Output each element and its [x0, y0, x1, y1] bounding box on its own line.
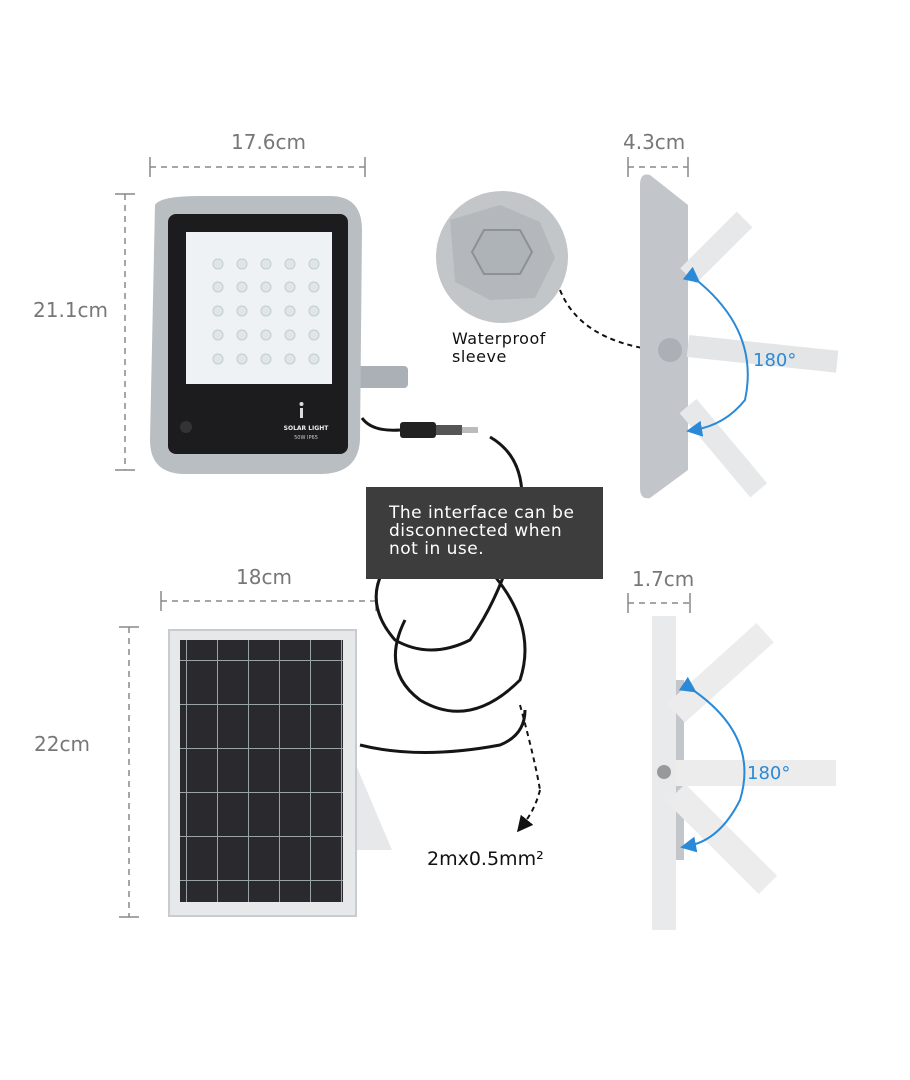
- panel-height-label: 22cm: [34, 732, 90, 756]
- lamp-width-label: 17.6cm: [231, 130, 307, 154]
- lamp-brand-spec: 50W IP65: [294, 435, 318, 441]
- lamp-height-label: 21.1cm: [33, 298, 109, 322]
- lamp-depth-label: 4.3cm: [623, 130, 686, 154]
- panel-width-label: 18cm: [236, 565, 292, 589]
- floodlight-front: [150, 196, 408, 474]
- solar-panel-side: [652, 616, 836, 930]
- cable: [359, 417, 541, 791]
- cable-spec-label: 2mx0.5mm²: [427, 848, 544, 870]
- waterproof-sleeve-zoom: [436, 191, 663, 357]
- dimension-lines: [115, 157, 691, 918]
- panel-depth-label: 1.7cm: [632, 567, 695, 591]
- interface-callout: The interface can be disconnected when n…: [366, 487, 603, 579]
- panel-rotation-label: 180°: [747, 763, 791, 784]
- waterproof-sleeve-label: Waterproof sleeve: [452, 329, 546, 366]
- solar-panel-front: [168, 629, 392, 917]
- lamp-brand-name: SOLAR LIGHT: [283, 425, 329, 432]
- floodlight-side: [640, 174, 839, 499]
- lamp-rotation-label: 180°: [753, 350, 797, 371]
